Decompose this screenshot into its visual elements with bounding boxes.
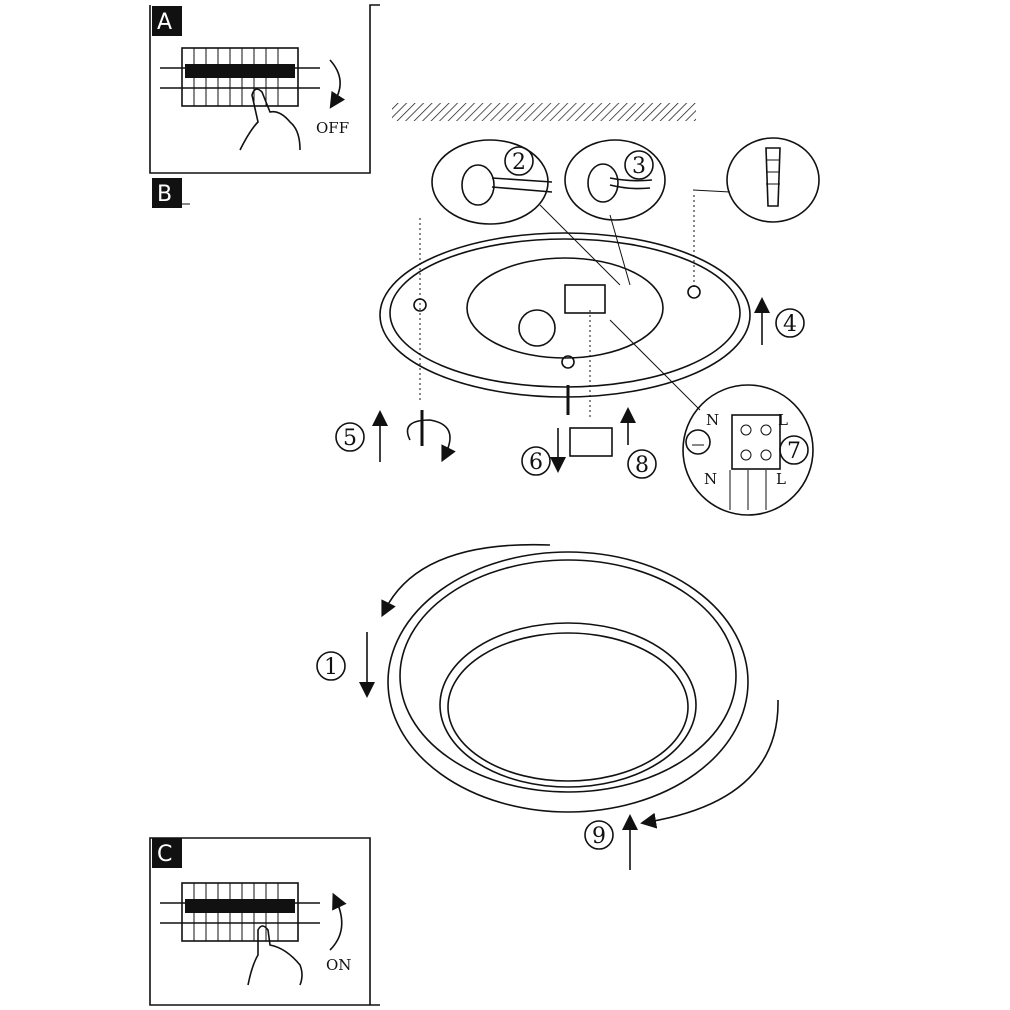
step-3-label: 3 bbox=[632, 154, 646, 179]
terminal-bottom-left: N bbox=[704, 470, 717, 488]
step-1-label: 1 bbox=[324, 655, 338, 680]
zoom-terminal-block: N L N L 7 bbox=[682, 384, 814, 516]
step-2-label: 2 bbox=[512, 150, 526, 175]
zoom-wire-strip: 3 bbox=[564, 139, 666, 221]
switch-off-label: OFF bbox=[316, 119, 349, 137]
panel-a-label: A bbox=[157, 10, 172, 35]
ceiling-hatch bbox=[392, 103, 696, 121]
lamp-cover bbox=[387, 551, 749, 813]
mounting-base-plate bbox=[379, 195, 751, 420]
zoom-wall-plug bbox=[692, 137, 820, 223]
rotate-arrow-icon bbox=[406, 419, 456, 463]
terminal-top-left: N bbox=[706, 411, 719, 429]
terminal-bottom-right: L bbox=[776, 470, 786, 488]
hand-icon bbox=[247, 925, 303, 986]
step-9-label: 9 bbox=[592, 824, 606, 849]
panel-c: C ON bbox=[149, 837, 380, 1006]
hand-icon bbox=[239, 88, 301, 151]
panel-c-label: C bbox=[157, 842, 172, 867]
breaker-panel-c bbox=[160, 882, 320, 942]
switch-on-label: ON bbox=[326, 956, 351, 974]
step-7-label: 7 bbox=[787, 439, 801, 464]
step-6-label: 6 bbox=[529, 450, 543, 475]
curved-arrow-down-icon bbox=[329, 59, 346, 109]
zoom-wire-insert: 2 bbox=[431, 139, 553, 225]
panel-b: B bbox=[152, 178, 190, 208]
step-4-label: 4 bbox=[783, 312, 797, 337]
step-8-label: 8 bbox=[635, 453, 649, 478]
panel-b-label: B bbox=[157, 182, 172, 207]
step-5-label: 5 bbox=[343, 426, 357, 451]
curved-arrow-up-icon bbox=[329, 892, 347, 951]
rotate-arrow-top-icon bbox=[381, 543, 551, 618]
panel-a: A OFF bbox=[149, 4, 380, 174]
breaker-panel-a bbox=[160, 47, 320, 107]
terminal-cover bbox=[569, 427, 613, 457]
rotate-arrow-bottom-icon bbox=[640, 699, 779, 829]
terminal-top-right: L bbox=[778, 411, 788, 429]
